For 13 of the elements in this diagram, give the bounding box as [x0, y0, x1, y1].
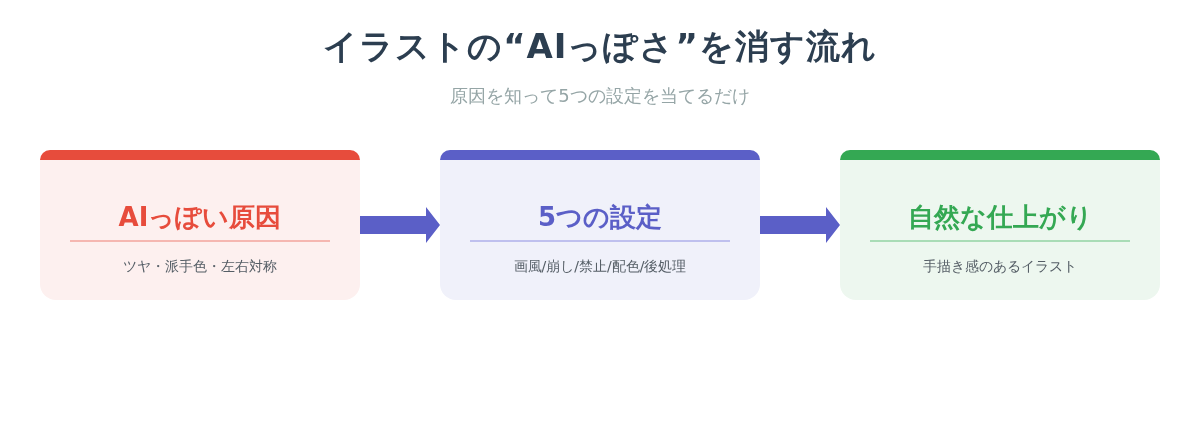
card-heading: 自然な仕上がり: [907, 202, 1093, 232]
card-heading: 5つの設定: [537, 202, 663, 232]
process-card: [440, 150, 760, 300]
card-description: 手描き感のあるイラスト: [923, 258, 1077, 274]
arrow: [760, 207, 840, 243]
process-card: [40, 150, 360, 300]
subtitle: 原因を知って5つの設定を当てるだけ: [450, 85, 750, 106]
arrow: [360, 207, 440, 243]
process-card: [840, 150, 1160, 300]
title: イラストの“AIっぽさ”を消す流れ: [323, 26, 877, 66]
card-description: ツヤ・派手色・左右対称: [123, 258, 277, 274]
card-heading: AIっぽい原因: [118, 202, 282, 232]
card-description: 画風/崩し/禁止/配色/後処理: [513, 258, 687, 274]
